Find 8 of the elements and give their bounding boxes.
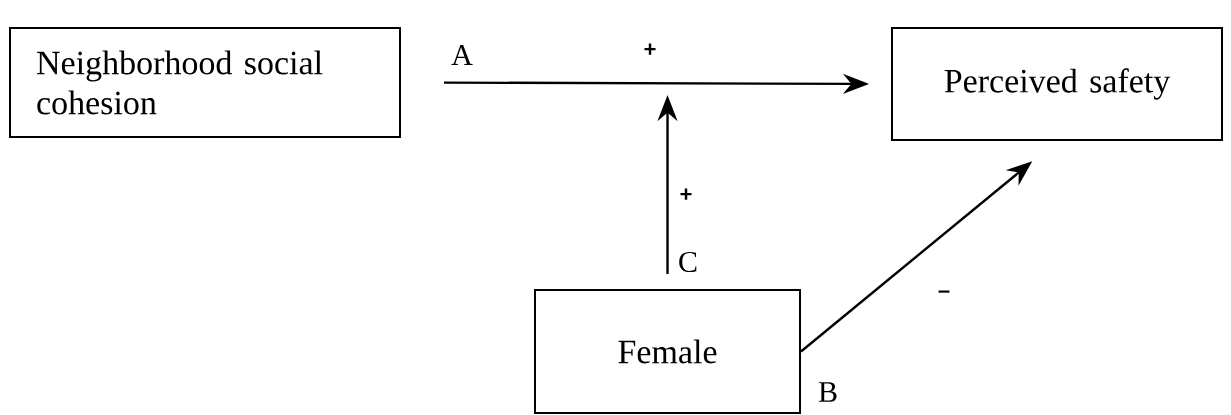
edge-label: + — [642, 42, 658, 58]
text-box: Female — [534, 289, 801, 414]
text-box: Perceived safety — [891, 27, 1223, 141]
edge-label: + — [678, 187, 694, 203]
edge-label: – — [936, 289, 952, 299]
text-box: Neighborhood social cohesion — [9, 27, 401, 138]
path-letter: A — [451, 45, 473, 65]
path-letter: C — [679, 251, 697, 273]
